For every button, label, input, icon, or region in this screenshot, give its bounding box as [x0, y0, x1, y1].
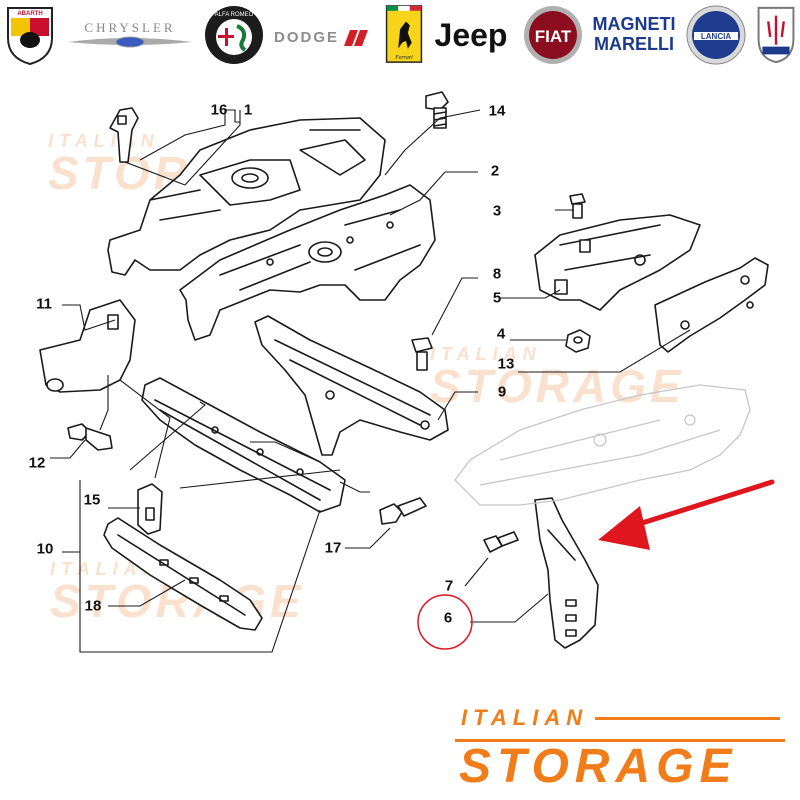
callout-17: 17	[324, 539, 342, 557]
svg-text:DODGE: DODGE	[274, 29, 339, 46]
highlight-arrow	[598, 479, 775, 550]
lancia-logo: LANCIA	[684, 4, 748, 66]
part-12-bolt	[67, 423, 113, 451]
part-1-front-frame	[107, 117, 386, 276]
svg-text:ALFA ROMEO: ALFA ROMEO	[215, 12, 254, 18]
part-14-bolt	[425, 91, 449, 129]
part-6-post	[534, 497, 599, 649]
callout-1: 1	[243, 101, 253, 119]
brand-logo-strip: ABARTH CHRYSLER ALFA ROMEO	[0, 0, 800, 72]
callout-2: 2	[490, 162, 500, 180]
fiat-logo: FIAT	[522, 4, 584, 66]
alfa-romeo-logo: ALFA ROMEO	[203, 4, 265, 66]
part-13-bracket-plate	[654, 257, 769, 353]
footer-logo: ITALIAN STORAGE	[455, 705, 785, 795]
part-7-bolt	[483, 531, 519, 553]
part-3-small-bolt	[569, 193, 586, 219]
callout-4: 4	[496, 325, 506, 343]
part-18-bar	[103, 517, 263, 631]
part-4-nut	[565, 329, 591, 353]
faded-frame-outline	[454, 384, 751, 506]
part-17-bolt	[379, 497, 427, 525]
callout-12: 12	[28, 454, 46, 472]
part-16-bracket	[109, 107, 139, 163]
svg-text:MARELLI: MARELLI	[594, 34, 674, 54]
callout-6: 6	[443, 609, 453, 627]
footer-logo-bottom: STORAGE	[459, 740, 738, 793]
watermark-middle-right: ITALIAN STORAGE	[430, 344, 685, 412]
part-9-crossmember	[254, 315, 449, 456]
svg-text:CHRYSLER: CHRYSLER	[84, 20, 175, 35]
callout-5: 5	[492, 289, 502, 307]
footer-logo-top: ITALIAN	[461, 705, 589, 730]
svg-text:FIAT: FIAT	[535, 27, 572, 46]
callout-7: 7	[444, 577, 454, 595]
part-15-small-bracket	[137, 483, 163, 535]
callout-13: 13	[497, 355, 515, 373]
dodge-logo: DODGE	[270, 4, 380, 66]
callout-3: 3	[492, 202, 502, 220]
maserati-logo	[754, 4, 798, 66]
part-11-bracket	[39, 299, 136, 393]
callout-14: 14	[488, 102, 506, 120]
callout-8: 8	[492, 265, 502, 283]
highlight-circle-part-6	[417, 594, 473, 650]
svg-text:Jeep: Jeep	[435, 17, 508, 53]
part-8-bolt	[411, 337, 433, 371]
callout-16: 16	[210, 101, 228, 119]
jeep-logo: Jeep	[428, 4, 514, 66]
ferrari-logo: Ferrari	[384, 4, 424, 66]
magneti-marelli-logo: MAGNETI MARELLI	[590, 4, 678, 66]
leader-lines	[50, 109, 691, 653]
svg-text:MAGNETI: MAGNETI	[593, 14, 676, 34]
svg-text:LANCIA: LANCIA	[701, 32, 731, 41]
footer-logo-rule-top	[595, 717, 780, 720]
callout-15: 15	[83, 491, 101, 509]
svg-text:ABARTH: ABARTH	[17, 11, 42, 17]
callout-10: 10	[36, 540, 54, 558]
callout-9: 9	[497, 383, 507, 401]
chrysler-logo: CHRYSLER	[64, 4, 196, 66]
callout-11: 11	[36, 295, 52, 313]
callout-18: 18	[84, 597, 102, 615]
abarth-logo: ABARTH	[2, 4, 58, 66]
footer-logo-rule-bottom	[455, 739, 785, 742]
svg-text:Ferrari: Ferrari	[394, 55, 413, 61]
part-2-longitudinal-member	[179, 184, 436, 341]
part-10-rail	[141, 377, 346, 513]
part-5-engine-mount	[534, 214, 701, 311]
